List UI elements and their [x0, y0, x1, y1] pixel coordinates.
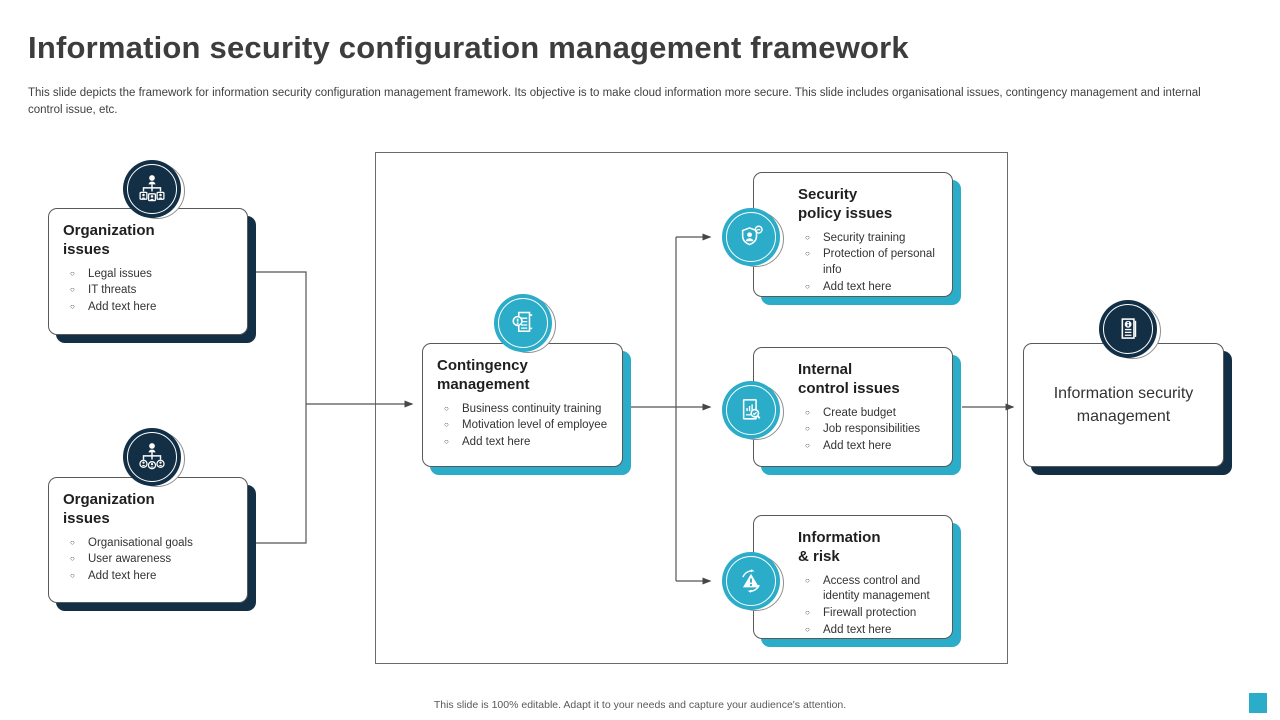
shield-person-icon	[722, 208, 784, 267]
bullet-item: Add text here	[798, 439, 946, 455]
box-title: Information & risk	[798, 529, 881, 565]
bullet-item: Job responsibilities	[798, 422, 946, 438]
box-title: Security policy issues	[798, 186, 893, 222]
box-title: Contingency management	[437, 357, 530, 393]
bullet-item: Organisational goals	[63, 536, 241, 552]
report-magnifier-icon	[722, 381, 784, 440]
slide-description: This slide depicts the framework for inf…	[28, 87, 1201, 117]
hierarchy-icon	[123, 160, 185, 219]
info-document-icon	[1099, 300, 1161, 359]
bullet-item: Legal issues	[63, 267, 241, 283]
bullet-item: Create budget	[798, 406, 946, 422]
bullet-item: Access control and identity management	[798, 574, 946, 606]
box-title: Internal control issues	[798, 361, 900, 397]
security-policy-issues-box: Security policy issues Security training…	[753, 172, 953, 297]
bullet-item: Add text here	[63, 300, 241, 316]
page-title: Information security configuration manag…	[28, 30, 909, 65]
bullet-item: Add text here	[63, 569, 241, 585]
internal-control-issues-box: Internal control issues Create budget Jo…	[753, 347, 953, 467]
corner-accent-square	[1249, 693, 1267, 713]
bullet-item: Protection of personal info	[798, 247, 946, 279]
bullet-item: Motivation level of employee	[437, 418, 616, 434]
information-security-management-box: Information security management	[1023, 343, 1224, 467]
bullet-item: Add text here	[798, 623, 946, 639]
hierarchy-icon	[123, 428, 185, 487]
contingency-management-box: Contingency management Business continui…	[422, 343, 623, 467]
risk-warning-icon	[722, 552, 784, 611]
scroll-alert-icon	[494, 294, 556, 353]
bullet-item: Security training	[798, 231, 946, 247]
bullet-item: User awareness	[63, 552, 241, 568]
bullet-item: Add text here	[798, 280, 946, 296]
bullet-item: Add text here	[437, 435, 616, 451]
box-title: Organization issues	[63, 491, 155, 527]
bullet-item: Firewall protection	[798, 606, 946, 622]
bullet-list: Business continuity training Motivation …	[437, 402, 616, 452]
box-title: Organization issues	[63, 222, 155, 258]
org-issues-bottom-box: Organization issues Organisational goals…	[48, 477, 248, 603]
bullet-list: Organisational goals User awareness Add …	[63, 536, 241, 586]
org-issues-top-box: Organization issues Legal issues IT thre…	[48, 208, 248, 335]
information-risk-box: Information & risk Access control and id…	[753, 515, 953, 639]
bullet-list: Security training Protection of personal…	[798, 231, 946, 296]
bullet-list: Legal issues IT threats Add text here	[63, 267, 241, 317]
bullet-item: Business continuity training	[437, 402, 616, 418]
bullet-list: Create budget Job responsibilities Add t…	[798, 406, 946, 456]
box-title: Information security management	[1053, 384, 1194, 425]
bullet-list: Access control and identity management F…	[798, 574, 946, 639]
editable-note: This slide is 100% editable. Adapt it to…	[433, 699, 847, 711]
bullet-item: IT threats	[63, 283, 241, 299]
